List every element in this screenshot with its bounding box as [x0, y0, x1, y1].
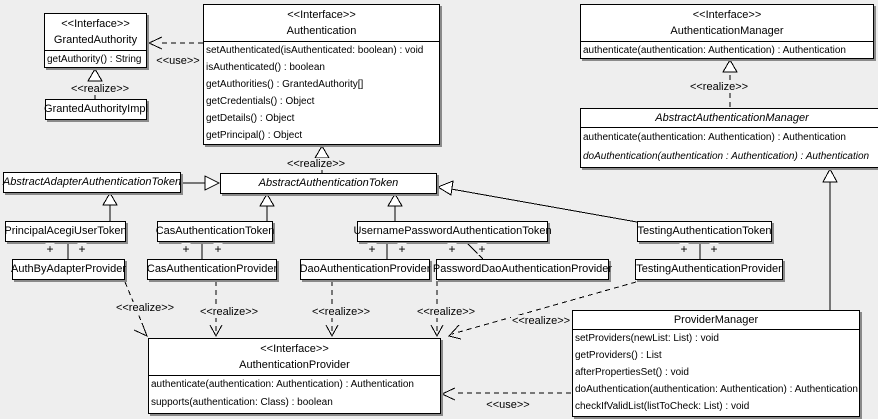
generalization-triangle-icon — [822, 167, 838, 183]
stereotype: <<Interface>> — [692, 9, 762, 21]
method: setAuthenticated(isAuthenticated: boolea… — [206, 45, 424, 56]
class-abstract-adapter-authentication-token[interactable]: AbstractAdapterAuthenticationToken — [3, 172, 181, 193]
open-arrow-icon — [147, 36, 163, 50]
method: checkIfValidList(listToCheck: List) : vo… — [575, 401, 750, 412]
class-name: AuthByAdapterProvider — [11, 263, 126, 275]
plus-marker: + — [679, 242, 689, 256]
class-name: Authentication — [286, 25, 357, 37]
class-authentication-provider[interactable]: <<Interface>> AuthenticationProvider aut… — [148, 338, 441, 414]
class-abstract-authentication-token[interactable]: AbstractAuthenticationToken — [220, 173, 437, 194]
class-name: CasAuthenticationToken — [155, 225, 275, 237]
method: authenticate(authentication: Authenticat… — [151, 379, 414, 390]
use-label: <<use>> — [155, 55, 201, 67]
open-arrow-icon — [440, 387, 456, 401]
class-header: <<Interface>> AuthenticationManager — [581, 5, 873, 42]
class-name: AuthenticationProvider — [239, 359, 350, 371]
realize-triangle-icon — [87, 68, 103, 82]
realize-label: <<realize>> — [688, 81, 750, 93]
realize-label: <<realize>> — [69, 83, 131, 95]
realize-label: <<realize>> — [415, 306, 477, 318]
method: supports(authentication: Class) : boolea… — [151, 397, 333, 408]
class-header: AbstractAuthenticationManager — [581, 109, 878, 128]
method: getPrincipal() : Object — [206, 130, 303, 141]
realize-triangle-icon — [722, 59, 738, 73]
realize-label: <<realize>> — [114, 302, 176, 314]
stereotype: <<Interface>> — [287, 9, 356, 21]
class-granted-authority-impl[interactable]: GrantedAuthorityImpl — [44, 99, 148, 120]
class-header: <<Interface>> Authentication — [204, 5, 439, 42]
method: getAuthorities() : GrantedAuthority[] — [206, 79, 364, 90]
generalization-triangle-icon — [102, 192, 118, 206]
plus-marker: + — [45, 242, 55, 256]
method: afterPropertiesSet() : void — [575, 367, 689, 378]
class-name: AbstractAuthenticationToken — [258, 177, 399, 189]
plus-marker: + — [447, 242, 457, 256]
open-arrow-icon — [209, 324, 223, 338]
class-password-dao-authentication-provider[interactable]: PasswordDaoAuthenticationProvider — [432, 259, 613, 280]
class-name: GrantedAuthority — [53, 34, 138, 46]
class-name: DaoAuthenticationProvider — [299, 263, 431, 275]
generalization-triangle-icon — [259, 193, 275, 207]
class-username-password-authentication-token[interactable]: UsernamePasswordAuthenticationToken — [353, 221, 552, 242]
class-name: PrincipalAcegiUserToken — [4, 225, 127, 237]
class-cas-authentication-token[interactable]: CasAuthenticationToken — [155, 221, 275, 242]
method: getProviders() : List — [575, 350, 662, 361]
method: getDetails() : Object — [206, 113, 295, 124]
realize-label: <<realize>> — [285, 158, 347, 170]
method: authenticate(authentication: Authenticat… — [583, 45, 846, 56]
realize-triangle-icon — [314, 145, 330, 159]
class-authentication[interactable]: <<Interface>> Authentication setAuthenti… — [203, 4, 440, 145]
plus-marker: + — [477, 242, 487, 256]
class-granted-authority[interactable]: <<Interface>> GrantedAuthority getAuthor… — [44, 13, 147, 68]
use-label: <<use>> — [485, 399, 531, 411]
generalization-triangle-icon — [387, 193, 403, 207]
class-dao-authentication-provider[interactable]: DaoAuthenticationProvider — [300, 259, 430, 280]
class-name: AuthenticationManager — [670, 25, 784, 37]
class-auth-by-adapter-provider[interactable]: AuthByAdapterProvider — [11, 259, 126, 280]
method: setProviders(newList: List) : void — [575, 333, 719, 344]
class-name: ProviderManager — [573, 311, 859, 330]
class-name: TestingAuthenticationToken — [637, 225, 772, 237]
class-name: AbstractAuthenticationManager — [655, 112, 809, 124]
realize-label: <<realize>> — [198, 306, 260, 318]
stereotype: <<Interface>> — [61, 18, 130, 30]
plus-marker: + — [367, 242, 377, 256]
class-header: <<Interface>> AuthenticationProvider — [149, 339, 440, 376]
open-arrow-icon — [325, 324, 339, 338]
plus-marker: + — [77, 242, 87, 256]
plus-marker: + — [213, 242, 223, 256]
method: isAuthenticated() : boolean — [206, 62, 325, 73]
generalization-line — [450, 188, 638, 223]
class-testing-authentication-token[interactable]: TestingAuthenticationToken — [637, 221, 772, 242]
method: getAuthority() : String — [47, 54, 142, 65]
generalization-triangle-icon — [436, 180, 454, 196]
plus-marker: + — [397, 242, 407, 256]
plus-marker: + — [709, 242, 719, 256]
class-header: <<Interface>> GrantedAuthority — [45, 14, 146, 51]
class-provider-manager[interactable]: ProviderManager setProviders(newList: Li… — [572, 310, 860, 417]
open-arrow-icon — [133, 322, 148, 337]
class-testing-authentication-provider[interactable]: TestingAuthenticationProvider — [635, 259, 783, 280]
class-name: AbstractAdapterAuthenticationToken — [2, 176, 182, 188]
class-name: UsernamePasswordAuthenticationToken — [353, 225, 552, 237]
stereotype: <<Interface>> — [260, 343, 329, 355]
method: authenticate(authentication: Authenticat… — [583, 132, 846, 143]
method: doAuthentication(authentication: Authent… — [575, 384, 858, 395]
generalization-triangle-icon — [204, 175, 221, 191]
method: doAuthentication(authentication : Authen… — [583, 151, 870, 162]
class-name: GrantedAuthorityImpl — [44, 103, 148, 115]
realize-label: <<realize>> — [510, 315, 572, 327]
class-name: PasswordDaoAuthenticationProvider — [432, 263, 613, 275]
open-arrow-icon — [430, 324, 444, 338]
open-arrow-icon — [448, 324, 462, 340]
class-cas-authentication-provider[interactable]: CasAuthenticationProvider — [147, 259, 277, 280]
realize-label: <<realize>> — [310, 306, 372, 318]
class-abstract-authentication-manager[interactable]: AbstractAuthenticationManager authentica… — [580, 108, 878, 168]
class-name: TestingAuthenticationProvider — [636, 263, 782, 275]
class-authentication-manager[interactable]: <<Interface>> AuthenticationManager auth… — [580, 4, 874, 59]
plus-marker: + — [181, 242, 191, 256]
method: getCredentials() : Object — [206, 96, 315, 107]
class-name: CasAuthenticationProvider — [146, 263, 278, 275]
class-principal-acegi-user-token[interactable]: PrincipalAcegiUserToken — [4, 221, 127, 242]
